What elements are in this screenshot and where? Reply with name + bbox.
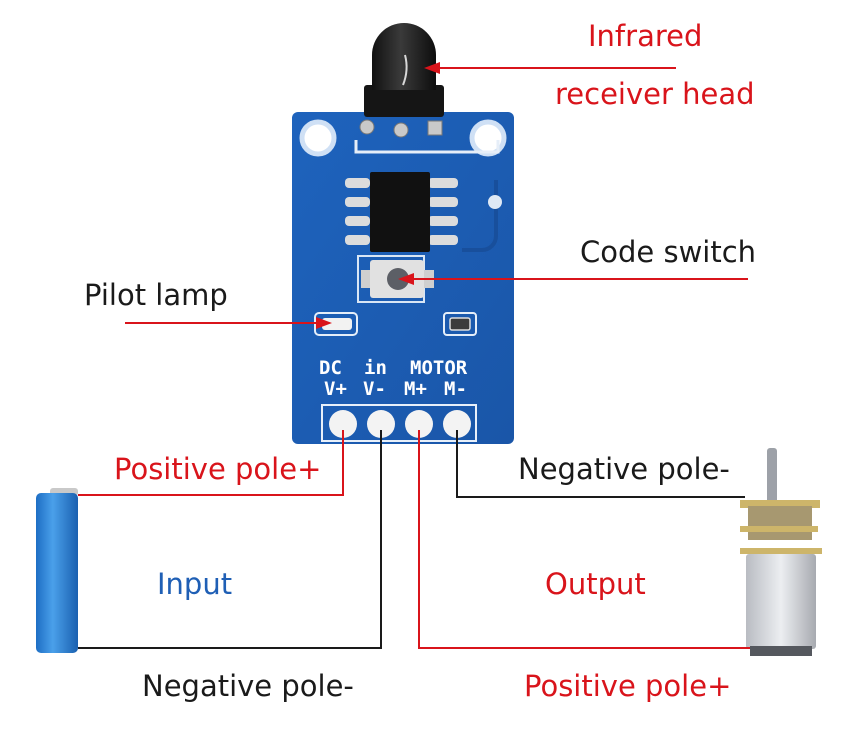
silk-dc: DC [319,357,342,379]
arrowhead-icon [316,317,332,329]
silk-pin-m-minus: M- [444,378,467,400]
silk-pin-v-minus: V- [363,378,386,400]
silk-in: in [364,357,387,379]
arrowhead-icon [424,62,440,74]
label-negative-pole-input: Negative pole- [142,669,354,703]
label-pilot-lamp: Pilot lamp [84,278,228,312]
pad-m-plus [405,410,433,438]
label-output: Output [545,567,646,601]
silk-motor: MOTOR [410,357,468,379]
infrared-receiver-head [359,23,444,138]
mounting-hole [299,119,337,157]
silk-pin-m-plus: M+ [404,378,427,400]
gear-motor [740,448,822,656]
label-positive-pole-output: Positive pole+ [524,669,732,703]
ir-receiver-module: DC in MOTOR V+ V- M+ M- [292,23,514,444]
label-receiver-head: receiver head [555,77,755,111]
mounting-hole [469,119,507,157]
silk-pin-v-plus: V+ [324,378,347,400]
pad-m-minus [443,410,471,438]
pad-v-plus [329,410,357,438]
label-positive-pole-input: Positive pole+ [114,452,322,486]
battery [36,488,78,653]
wire-m-plus [418,430,750,649]
arrowhead-icon [398,273,414,285]
wire-v-minus [78,430,382,649]
label-input: Input [157,567,233,601]
code-switch [357,255,434,303]
wire-m-minus [456,430,745,498]
label-infrared: Infrared [588,19,703,53]
label-negative-pole-output: Negative pole- [518,452,730,486]
label-code-switch: Code switch [580,235,757,269]
smd-resistor [443,312,477,336]
wire-v-plus [78,430,344,496]
callout-lines [78,62,750,649]
ic-chip [345,172,458,252]
pad-v-minus [367,410,395,438]
